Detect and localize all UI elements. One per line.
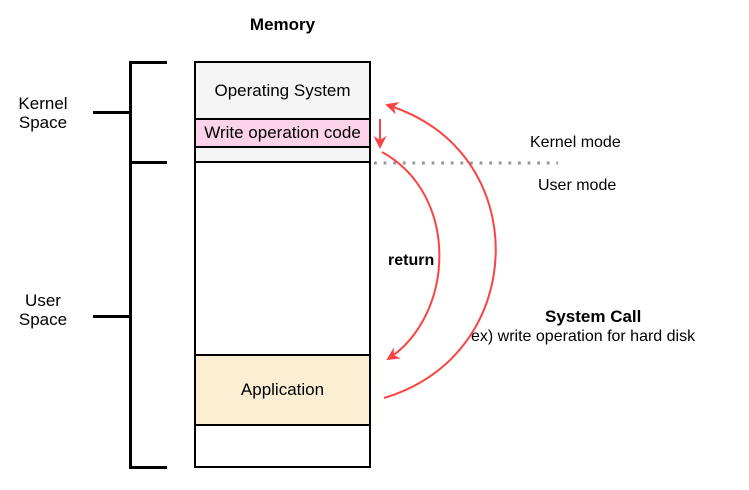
kernel-space-pointer-line <box>93 111 131 114</box>
system-call-example-label: ex) write operation for hard disk <box>471 328 696 345</box>
memory-section-write-operation-code: Write operation code <box>196 120 369 148</box>
user-mode-label: User mode <box>538 177 617 194</box>
space-bracket-kernel-user-divider-tick <box>129 161 167 164</box>
user-space-pointer-line <box>93 315 131 318</box>
kernel-mode-label: Kernel mode <box>530 134 621 151</box>
memory-section-bottom-free <box>196 426 369 466</box>
space-bracket-top-tick <box>129 61 167 64</box>
memory-section-application: Application <box>196 356 369 426</box>
memory-section-kernel-free <box>196 148 369 163</box>
user-space-label: User Space <box>18 291 68 329</box>
memory-map: Operating System Write operation code Ap… <box>194 61 371 468</box>
space-bracket-bottom-tick <box>129 466 167 469</box>
diagram-title: Memory <box>249 15 316 34</box>
memory-section-operating-system: Operating System <box>196 63 369 120</box>
kernel-space-label: Kernel Space <box>18 94 68 132</box>
operating-system-label: Operating System <box>214 80 351 100</box>
memory-section-user-free <box>196 163 369 356</box>
system-call-label: System Call <box>545 307 642 326</box>
space-bracket-vertical-line <box>129 61 132 469</box>
return-arrow-label: return <box>388 252 435 269</box>
application-label: Application <box>240 380 325 399</box>
write-operation-code-label: Write operation code <box>204 123 361 142</box>
